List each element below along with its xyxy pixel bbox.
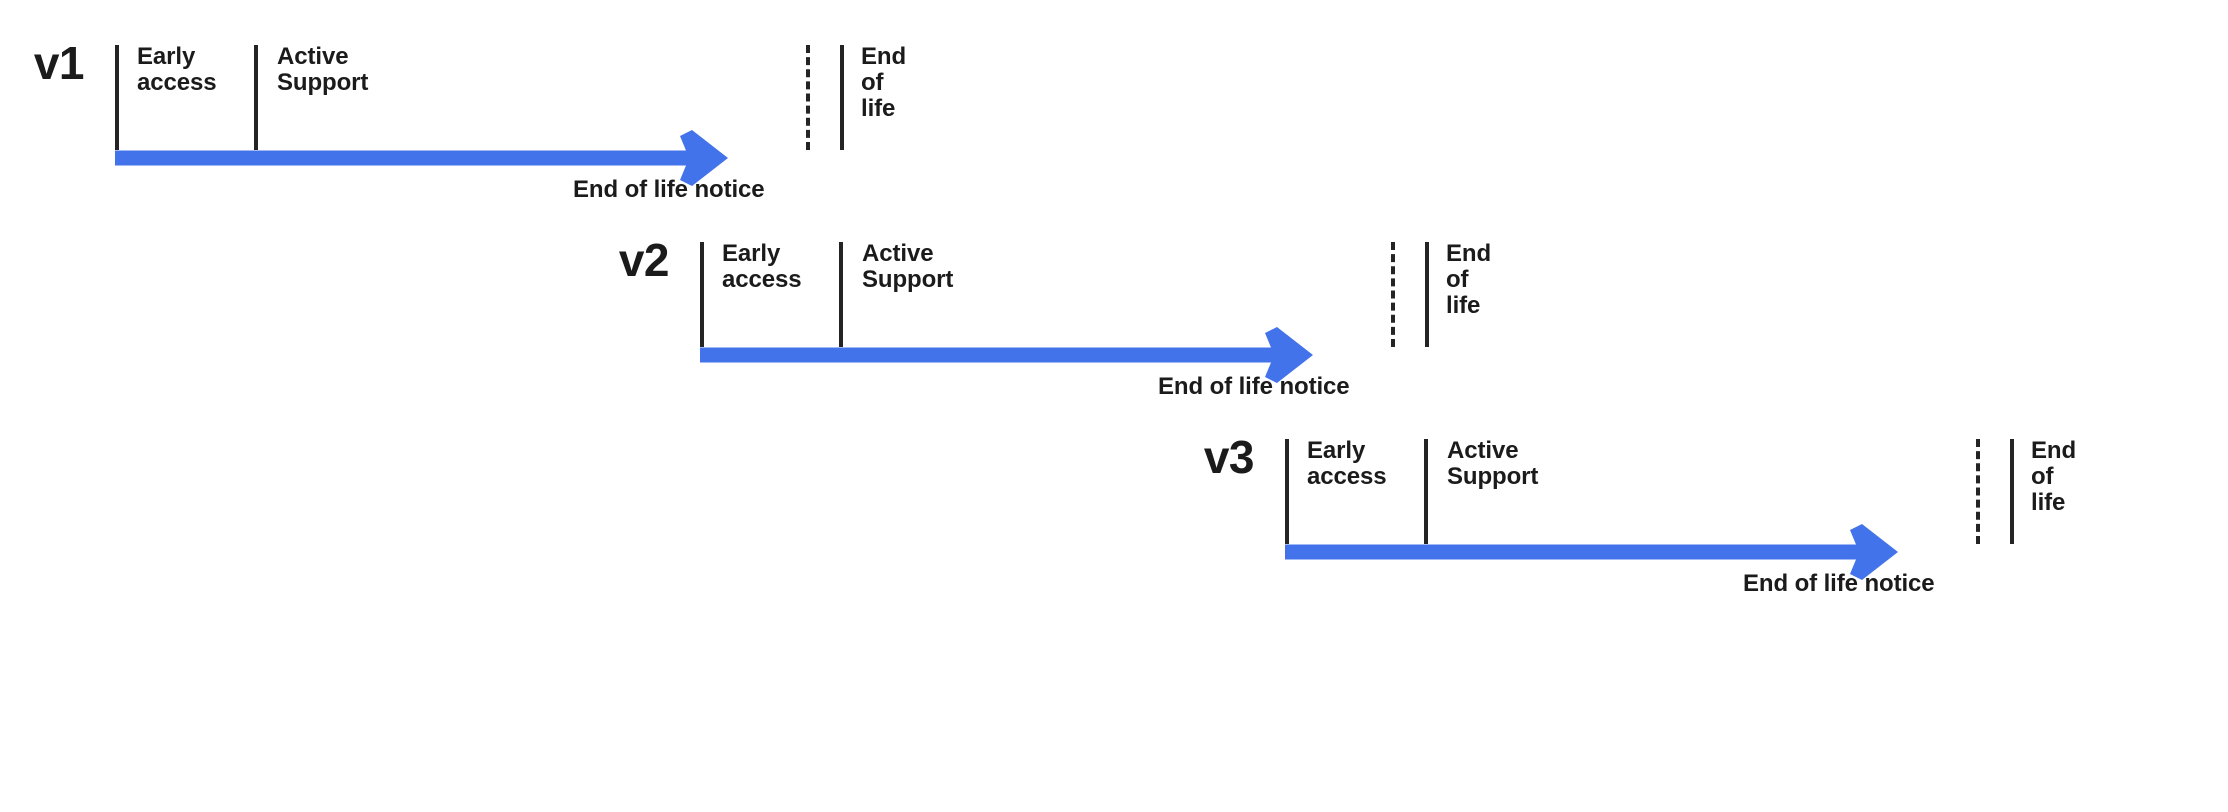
timeline-arrow-v3	[1285, 523, 1898, 580]
marker-solid-v3-1	[1424, 439, 1428, 544]
notice-label-v3: End of life notice	[1743, 570, 1935, 597]
marker-solid-v1-3	[840, 45, 844, 150]
notice-label-v2: End of life notice	[1158, 373, 1350, 400]
stage-label-v1-1: Active Support	[277, 43, 369, 96]
stage-label-v3-0: Early access	[1307, 437, 1387, 490]
arrow-glyph	[700, 326, 1313, 383]
marker-solid-v2-3	[1425, 242, 1429, 347]
version-label-v3: v3	[1203, 431, 1255, 483]
timeline-arrow-v1	[115, 129, 728, 186]
marker-solid-v3-3	[2010, 439, 2014, 544]
arrow-glyph	[1285, 523, 1898, 580]
stage-label-v3-2: End of life	[2031, 437, 2077, 516]
stage-label-v2-0: Early access	[722, 240, 802, 293]
stage-label-v2-2: End of life	[1446, 240, 1492, 319]
stage-label-v3-1: Active Support	[1447, 437, 1539, 490]
marker-dashed-v3	[1976, 439, 1980, 544]
marker-dashed-v2	[1391, 242, 1395, 347]
stage-label-v2-1: Active Support	[862, 240, 954, 293]
marker-solid-v3-0	[1285, 439, 1289, 544]
stage-label-v1-2: End of life	[861, 43, 907, 122]
timeline-arrow-v2	[700, 326, 1313, 383]
marker-solid-v2-0	[700, 242, 704, 347]
marker-solid-v1-1	[254, 45, 258, 150]
marker-dashed-v1	[806, 45, 810, 150]
version-label-v2: v2	[618, 234, 670, 286]
arrow-glyph	[115, 129, 728, 186]
notice-label-v1: End of life notice	[573, 176, 765, 203]
stage-label-v1-0: Early access	[137, 43, 217, 96]
marker-solid-v1-0	[115, 45, 119, 150]
marker-solid-v2-1	[839, 242, 843, 347]
version-label-v1: v1	[33, 37, 85, 89]
